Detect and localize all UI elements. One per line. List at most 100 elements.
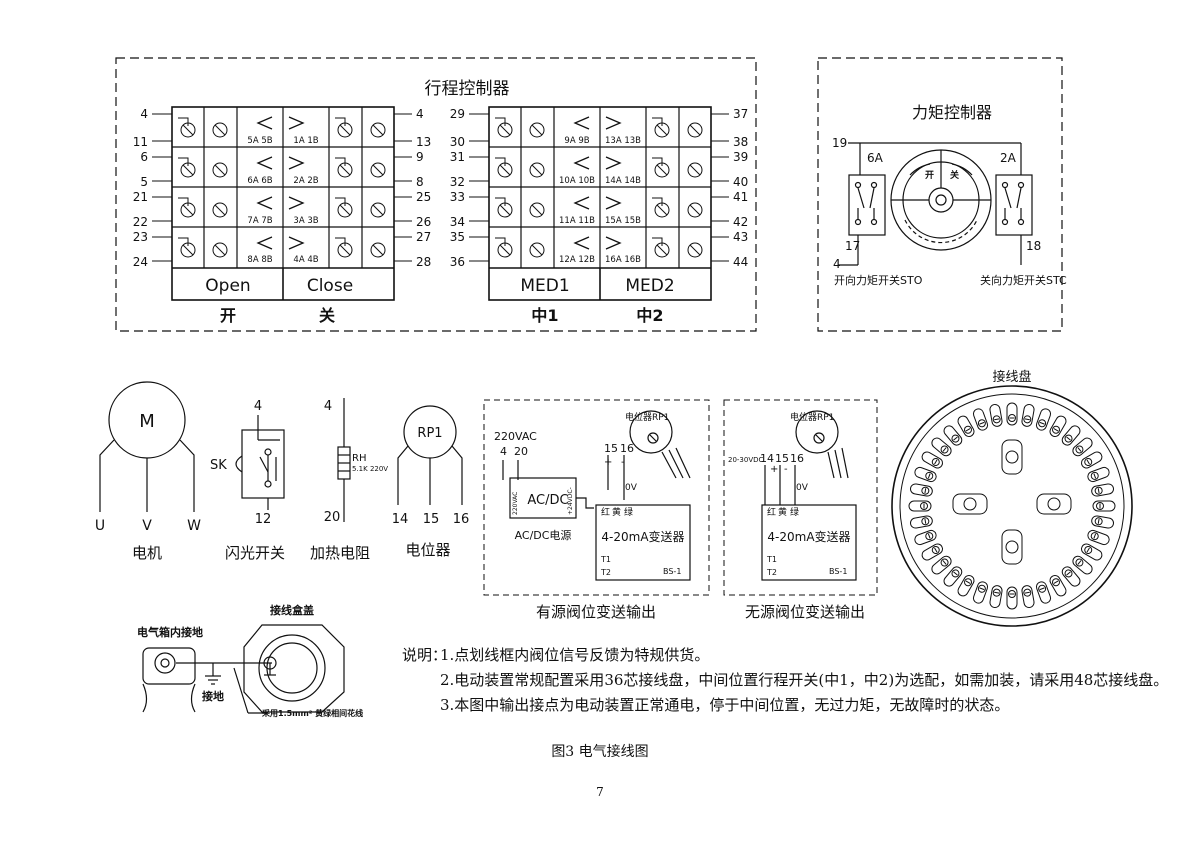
motor-v: V [142, 518, 152, 534]
terminal-post [989, 585, 1003, 609]
torque-dial-close: 关 [950, 169, 959, 181]
note-item-3: 3.本图中输出接点为电动装置正常通电，停于中间位置，无过力矩，无故障时的状态。 [440, 696, 1010, 714]
open-cell-label: Open [205, 276, 250, 296]
passive-pot: 电位器RP1 [790, 411, 834, 423]
passive-0v: 0V [796, 483, 809, 493]
active-in-4: 4 [500, 445, 507, 458]
passive-pin-14: 14 [760, 452, 774, 465]
terminal-post [1049, 575, 1067, 597]
torque-controller-title: 力矩控制器 [912, 103, 992, 122]
ground-label: 接地 [202, 689, 224, 703]
active-t2: T2 [600, 568, 611, 577]
flash-switch: 4 SK 12 闪光开关 [210, 399, 285, 562]
active-transmitter: 220VAC 4 20 AC/DC 220VAC +24VDC- AC/DC电源… [483, 399, 710, 621]
terminal-board-plugs [952, 439, 1072, 565]
pin-number: 41 [733, 190, 748, 204]
heater-label: 加热电阻 [310, 544, 370, 562]
terminal-post [1072, 555, 1093, 575]
switch-label: 12A 12B [559, 255, 595, 265]
torque-pin-17: 17 [845, 239, 860, 253]
active-minus: - [621, 457, 625, 468]
pin-number: 27 [416, 230, 431, 244]
terminal-post [943, 566, 963, 587]
pot-rp1: RP1 [417, 426, 442, 441]
terminal-post [957, 415, 975, 437]
limit-controller: 行程控制器 [115, 57, 757, 332]
switch-label: 15A 15B [605, 216, 641, 226]
pin-number: 35 [450, 230, 465, 244]
passive-pin-16: 16 [790, 452, 804, 465]
active-frame [483, 399, 710, 596]
active-in-20: 20 [514, 445, 528, 458]
terminal-post [931, 555, 952, 575]
limit-controller-frame [115, 57, 757, 332]
pin-number: 30 [450, 135, 465, 149]
heater-pin-20: 20 [324, 510, 341, 525]
torque-label-stc: 关向力矩开关STC [980, 273, 1067, 287]
active-pot: 电位器RP1 [625, 411, 669, 423]
pin-number: 37 [733, 107, 748, 121]
limit-controller-title: 行程控制器 [425, 79, 510, 99]
passive-t1: T1 [766, 555, 777, 564]
limit-block-left: 4 11 6 5 21 22 23 24 4 13 9 8 25 26 27 2… [133, 106, 431, 325]
active-pin-15: 15 [604, 442, 618, 455]
pin-number: 40 [733, 175, 748, 189]
active-0v: 0V [625, 483, 638, 493]
switch-contact-hooks [178, 117, 346, 246]
close-cell-label: Close [307, 276, 353, 296]
switch-label: 13A 13B [605, 136, 641, 146]
terminal-board-title: 接线盘 [992, 369, 1031, 385]
active-wire-red: 红 [601, 506, 610, 518]
flash-label: 闪光开关 [225, 544, 285, 562]
torque-dial: 开 关 [890, 149, 992, 251]
terminal-post [1006, 586, 1018, 610]
pot-label: 电位器 [405, 541, 450, 559]
med1-caption: 中1 [531, 306, 558, 325]
terminal-post [1035, 408, 1052, 431]
passive-transmitter-label: 4-20mA变送器 [767, 529, 850, 544]
terminal-post [909, 515, 933, 529]
active-supply: 220VAC [494, 430, 537, 443]
pin-number: 4 [416, 107, 424, 121]
pin-number: 5 [140, 175, 148, 189]
terminal-post [921, 451, 943, 469]
active-transmitter-label: 4-20mA变送器 [601, 529, 684, 544]
pot-14: 14 [392, 512, 409, 527]
switch-label: 2A 2B [293, 176, 318, 186]
switch-label: 6A 6B [247, 176, 272, 186]
passive-wire-yellow: 黄 [778, 506, 787, 518]
torque-label-sto: 开向力矩开关STO [834, 273, 923, 287]
switch-label: 9A 9B [564, 136, 589, 146]
grounding: 电气箱内接地 接地 接线盒盖 采用1.5mm² 黄绿相间花线 [137, 603, 363, 718]
potentiometer: RP1 14 15 16 电位器 [392, 405, 469, 559]
passive-wire-red: 红 [767, 506, 776, 518]
open-caption: 开 [220, 306, 236, 325]
flash-pin-4: 4 [254, 399, 262, 414]
switch-label: 3A 3B [293, 216, 318, 226]
active-acdc: AC/DC [527, 493, 568, 508]
switch-label: 14A 14B [605, 176, 641, 186]
terminal-post [957, 575, 975, 597]
pin-number: 42 [733, 215, 748, 229]
terminal-post [1091, 515, 1115, 529]
terminal-post [908, 500, 932, 512]
pin-number: 33 [450, 190, 465, 204]
switch-label: 16A 16B [605, 255, 641, 265]
active-acdc-in: 220VAC [512, 492, 519, 515]
pin-number: 13 [416, 135, 431, 149]
terminal-post [1061, 566, 1081, 587]
terminal-post [943, 425, 963, 446]
passive-plus: + [770, 464, 778, 475]
terminal-board: 接线盘 [891, 369, 1133, 627]
switch-label: 5A 5B [247, 136, 272, 146]
pin-number: 44 [733, 255, 748, 269]
torque-dial-open: 开 [925, 170, 934, 181]
torque-pin-19: 19 [832, 136, 847, 150]
heater-resistor: 4 RH 5.1K 220V 20 加热电阻 [310, 398, 388, 562]
pin-number: 26 [416, 215, 431, 229]
pin-number: 11 [133, 135, 148, 149]
torque-switch-left [848, 174, 886, 236]
pin-number: 24 [133, 255, 148, 269]
passive-frame [723, 399, 878, 596]
